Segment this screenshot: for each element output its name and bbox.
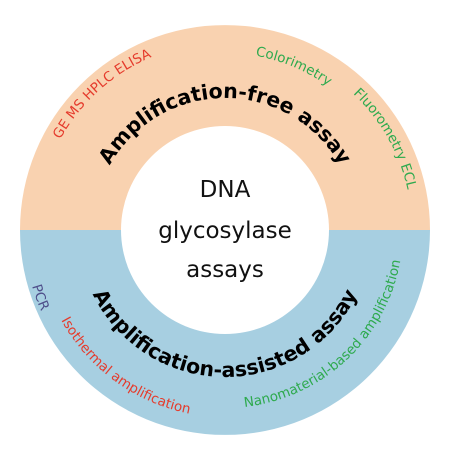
- center-line-1: DNA: [200, 177, 251, 203]
- center-line-2: glycosylase: [158, 218, 292, 244]
- center-line-3: assays: [186, 257, 264, 283]
- center-circle: [121, 126, 329, 334]
